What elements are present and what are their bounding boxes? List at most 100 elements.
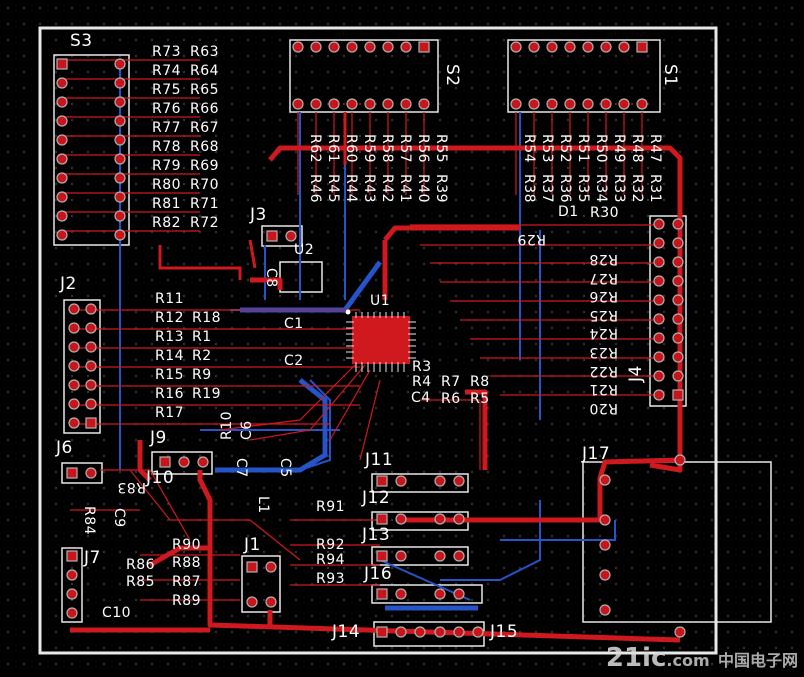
s1-pad — [564, 98, 576, 110]
r7-label: R7 — [441, 374, 461, 390]
resistor-label-r54: R54 — [521, 134, 537, 164]
j2-pad — [85, 322, 97, 334]
j2-pad — [85, 303, 97, 315]
s3-pad — [114, 210, 126, 222]
resistor-label-r15: R15 — [155, 367, 185, 383]
s2-pad — [400, 41, 412, 53]
s2-pad — [310, 41, 322, 53]
resistor-label-r39: R39 — [433, 174, 449, 204]
j4-pad — [672, 256, 684, 268]
j14-pad — [472, 626, 484, 638]
resistor-label-r27: R27 — [588, 269, 618, 286]
resistor-label-r65: R65 — [190, 82, 220, 98]
j7-pad — [66, 588, 78, 600]
s2-pad — [346, 41, 358, 53]
c5-label: C5 — [277, 458, 293, 478]
j4-pad — [653, 332, 665, 344]
resistor-label-r14: R14 — [155, 348, 185, 364]
c8-label: C8 — [263, 268, 279, 288]
j4-pad — [672, 218, 684, 230]
s1-pad — [600, 98, 612, 110]
s3-pad — [56, 115, 68, 127]
resistor-label-r51: R51 — [575, 134, 591, 164]
s1-pad — [510, 41, 522, 53]
resistor-label-r36: R36 — [557, 174, 573, 204]
j11-pad — [434, 475, 446, 487]
resistor-label-r35: R35 — [575, 174, 591, 204]
resistor-label-r33: R33 — [611, 174, 627, 204]
j9-pad — [159, 456, 171, 468]
resistor-label-r42: R42 — [379, 174, 395, 204]
resistor-label-r76: R76 — [152, 101, 182, 117]
resistor-label-r18: R18 — [192, 310, 222, 326]
j4-pad — [653, 256, 665, 268]
c6-label: C6 — [239, 420, 255, 440]
resistor-label-r40: R40 — [415, 174, 431, 204]
r5-label: R5 — [470, 391, 490, 407]
j11-pad — [376, 475, 388, 487]
j17-label: J17 — [582, 444, 611, 464]
j2-pad — [68, 341, 80, 353]
s1-pad — [510, 98, 522, 110]
c10-label: C10 — [102, 605, 132, 621]
resistor-label-r34: R34 — [593, 174, 609, 204]
j16-label: J16 — [364, 564, 393, 584]
resistor-label-r52: R52 — [557, 134, 573, 164]
j4-pad — [653, 294, 665, 306]
j9-outline — [151, 451, 213, 475]
j4-pad — [653, 237, 665, 249]
j17-outline — [582, 461, 772, 623]
j10-label: J10 — [146, 468, 175, 488]
resistor-label-r28: R28 — [588, 251, 618, 267]
s3-pad — [56, 58, 68, 70]
resistor-label-r67: R67 — [190, 120, 220, 136]
j6-pad — [66, 467, 78, 479]
r87-label: R87 — [172, 574, 202, 590]
c1-label: C1 — [284, 316, 304, 332]
r85-label: R85 — [126, 574, 156, 590]
resistor-label-r43: R43 — [361, 174, 377, 204]
j7-pad — [66, 569, 78, 581]
resistor-label-r37: R37 — [539, 174, 555, 204]
s1-pad — [636, 98, 648, 110]
j13-pad — [434, 550, 446, 562]
j2-pad — [68, 379, 80, 391]
r94-label: R94 — [316, 552, 346, 568]
s1-pad — [582, 98, 594, 110]
j13-pad — [376, 550, 388, 562]
resistor-label-r47: R47 — [647, 134, 663, 164]
s1-pad — [528, 41, 540, 53]
j11-pad — [395, 475, 407, 487]
resistor-label-r22: R22 — [588, 362, 618, 379]
resistor-label-r2: R2 — [192, 348, 212, 364]
r84-label: R84 — [81, 506, 97, 536]
j2-pad — [85, 398, 97, 410]
j11-pad — [453, 475, 465, 487]
r30-label: R30 — [590, 205, 620, 221]
s2-pad — [310, 98, 322, 110]
j2-label: J2 — [60, 274, 77, 294]
s3-label: S3 — [70, 31, 93, 51]
j13-outline — [371, 546, 469, 566]
u1-chip — [345, 309, 416, 372]
resistor-label-r1: R1 — [192, 329, 212, 345]
resistor-label-r71: R71 — [190, 196, 220, 212]
r8-label: R8 — [470, 374, 490, 390]
j17-pad — [599, 539, 611, 551]
resistor-label-r26: R26 — [588, 288, 618, 305]
j9-label: J9 — [150, 428, 167, 448]
resistor-label-r77: R77 — [152, 120, 182, 136]
j14-pad — [395, 626, 407, 638]
j7-pad — [66, 607, 78, 619]
resistor-label-r80: R80 — [152, 177, 182, 193]
s1-pad — [600, 41, 612, 53]
resistor-label-r64: R64 — [190, 63, 220, 79]
j4-pad — [672, 389, 684, 401]
s3-pad — [114, 229, 126, 241]
resistor-label-r78: R78 — [152, 139, 182, 155]
resistor-label-r49: R49 — [611, 134, 627, 164]
j2-pad — [85, 341, 97, 353]
r88-label: R88 — [172, 555, 202, 571]
s2-pad — [328, 98, 340, 110]
